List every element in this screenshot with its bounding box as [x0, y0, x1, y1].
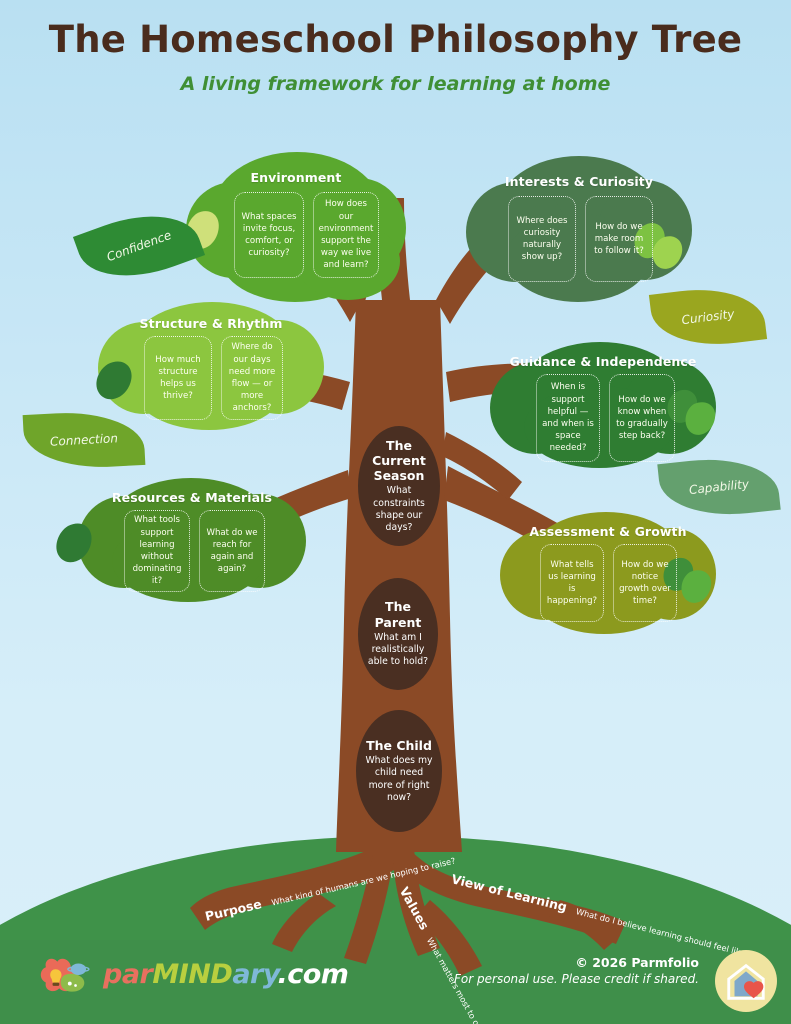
- canopy-question: When is support helpful — and when is sp…: [536, 374, 600, 462]
- page-title: The Homeschool Philosophy Tree: [48, 18, 743, 61]
- canopy-question: Where do our days need more flow — or mo…: [221, 336, 283, 420]
- canopy-guidance-independence: Guidance & Independence When is support …: [490, 342, 716, 468]
- canopy-question: What tells us learning is happening?: [540, 544, 604, 622]
- canopy-question: Where does curiosity naturally show up?: [508, 196, 576, 282]
- canopy-environment-title: Environment: [250, 170, 342, 185]
- brand-part-ary: ary: [232, 958, 278, 990]
- canopy-assessment-growth: Assessment & Growth What tells us learni…: [500, 512, 716, 634]
- canopy-question: What do we reach for again and again?: [199, 510, 265, 592]
- canopy-interests-curiosity-questions: Where does curiosity naturally show up? …: [508, 196, 653, 282]
- leaf-label-confidence-text: Confidence: [104, 227, 174, 265]
- trunk-node-current-season: The Current Season What constraints shap…: [358, 426, 440, 546]
- usage-text: For personal use. Please credit if share…: [454, 972, 699, 986]
- brain-lightbulb-icon: [36, 952, 94, 996]
- page-subtitle: A living framework for learning at home: [180, 73, 611, 95]
- canopy-question: What spaces invite focus, comfort, or cu…: [234, 192, 304, 278]
- canopy-interests-curiosity: Interests & Curiosity Where does curiosi…: [466, 156, 692, 302]
- canopy-question: What tools support learning without domi…: [124, 510, 190, 592]
- leaf-label-curiosity-text: Curiosity: [680, 306, 736, 328]
- trunk-node-title: The Parent: [374, 599, 422, 630]
- canopy-question: How do we know when to gradually step ba…: [609, 374, 675, 462]
- canopy-question: How do we notice growth over time?: [613, 544, 677, 622]
- canopy-blob: [532, 554, 676, 634]
- canopy-resources-materials-questions: What tools support learning without domi…: [124, 510, 265, 592]
- root-left: [190, 835, 398, 930]
- canopy-blob: [506, 214, 650, 302]
- canopy-blob: [112, 520, 264, 602]
- trunk-node-question: What am I realistically able to hold?: [367, 631, 429, 668]
- brand-logo[interactable]: parMINDary.com: [36, 952, 349, 996]
- trunk-node-parent: The Parent What am I realistically able …: [358, 578, 438, 690]
- leaf-label-capability-text: Capability: [688, 476, 750, 498]
- trunk-main: [336, 300, 462, 852]
- canopy-structure-rhythm: Structure & Rhythm How much structure he…: [98, 302, 324, 430]
- canopy-assessment-growth-questions: What tells us learning is happening? How…: [540, 544, 677, 622]
- root-right-inner: [416, 900, 482, 976]
- branch-right-mid: [442, 432, 522, 500]
- trunk-node-child: The Child What does my child need more o…: [356, 710, 442, 832]
- brand-wordmark: parMINDary.com: [103, 958, 349, 990]
- trunk-node-question: What constraints shape our days?: [373, 485, 425, 534]
- canopy-structure-rhythm-questions: How much structure helps us thrive? Wher…: [144, 336, 283, 420]
- canopy-resources-materials-title: Resources & Materials: [111, 490, 273, 505]
- footer-credit: © 2026 Parmfolio For personal use. Pleas…: [454, 955, 699, 986]
- trunk-node-question: What does my child need more of right no…: [365, 755, 433, 803]
- brand-part-com: .com: [277, 958, 349, 990]
- root-center-left: [344, 840, 396, 964]
- canopy-environment: Environment What spaces invite focus, co…: [186, 152, 406, 302]
- canopy-guidance-independence-questions: When is support helpful — and when is sp…: [536, 374, 675, 462]
- trunk-node-title: The Current Season: [372, 437, 426, 484]
- canopy-assessment-growth-title: Assessment & Growth: [529, 524, 687, 539]
- canopy-question: How do we make room to follow it?: [585, 196, 653, 282]
- canopy-question: How does our environment support the way…: [313, 192, 379, 278]
- canopy-interests-curiosity-title: Interests & Curiosity: [504, 174, 654, 189]
- copyright-text: © 2026 Parmfolio: [575, 955, 699, 970]
- root-right-fork: [548, 900, 620, 950]
- canopy-environment-questions: What spaces invite focus, comfort, or cu…: [234, 192, 379, 278]
- house-heart-badge: [715, 950, 777, 1012]
- root-left-fork: [272, 893, 336, 952]
- house-heart-icon: [727, 963, 765, 1000]
- canopy-resources-materials: Resources & Materials What tools support…: [78, 478, 306, 602]
- canopy-structure-rhythm-title: Structure & Rhythm: [139, 316, 283, 331]
- footer-band: [0, 940, 791, 1024]
- trunk-node-title: The Child: [366, 737, 432, 753]
- brand-part-par: par: [103, 958, 153, 990]
- canopy-question: How much structure helps us thrive?: [144, 336, 212, 420]
- canopy-guidance-independence-title: Guidance & Independence: [509, 354, 697, 369]
- leaf-label-connection-text: Connection: [49, 431, 119, 449]
- brand-part-mind: MIND: [152, 958, 233, 990]
